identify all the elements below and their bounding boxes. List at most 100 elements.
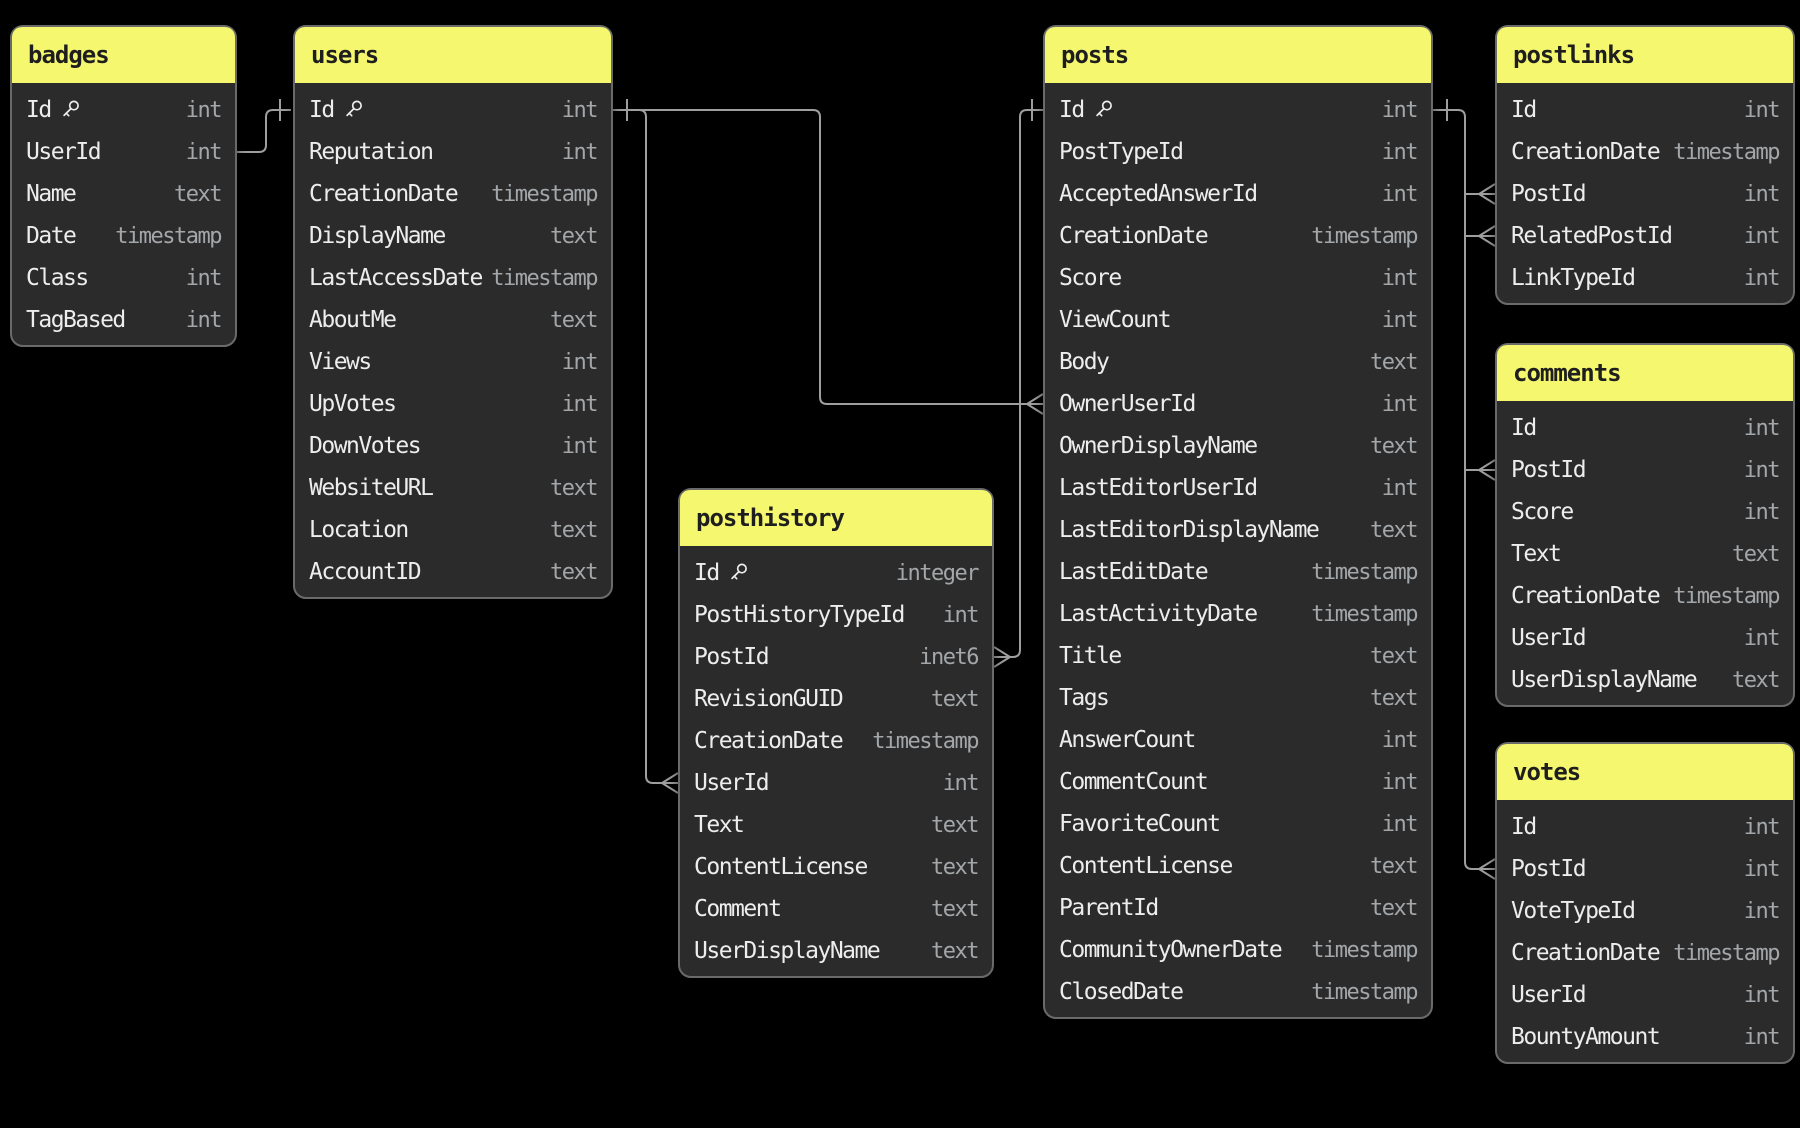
relationship-path[interactable] [613,109,664,784]
relationship-path[interactable] [1433,109,1481,870]
table-header-posts[interactable]: posts [1045,27,1431,83]
relationship-posts.Id-comments.PostId[interactable] [1465,459,1496,481]
table-header-comments[interactable]: comments [1497,345,1793,401]
relationship-path[interactable] [237,109,291,153]
relationship-path[interactable] [1008,109,1043,658]
table-header-postlinks[interactable]: postlinks [1497,27,1793,83]
relationship-posts.Id-postlinks.RelatedPostId[interactable] [1465,225,1496,247]
table-header-users[interactable]: users [295,27,611,83]
table-header-badges[interactable]: badges [12,27,235,83]
relationship-users.Id-posthistory.UserId[interactable] [613,99,679,794]
relationship-posts.Id-postlinks.PostId[interactable] [1465,183,1496,205]
relationship-users.Id-posts.OwnerUserId[interactable] [613,109,1044,415]
relationship-path[interactable] [613,109,1029,405]
field-name: DownVotes [309,433,422,459]
relationship-badges.UserId-users.Id[interactable] [237,99,291,153]
relationship-posts.Id-votes.PostId[interactable] [1433,99,1496,880]
table-header-votes[interactable]: votes [1497,744,1793,800]
table-header-posthistory[interactable]: posthistory [680,490,992,546]
field-name: Id [1059,97,1085,123]
field-type: int [1743,856,1781,882]
relationship-posts.Id-posthistory.PostId[interactable] [993,99,1043,668]
field-type: text [1370,433,1418,459]
